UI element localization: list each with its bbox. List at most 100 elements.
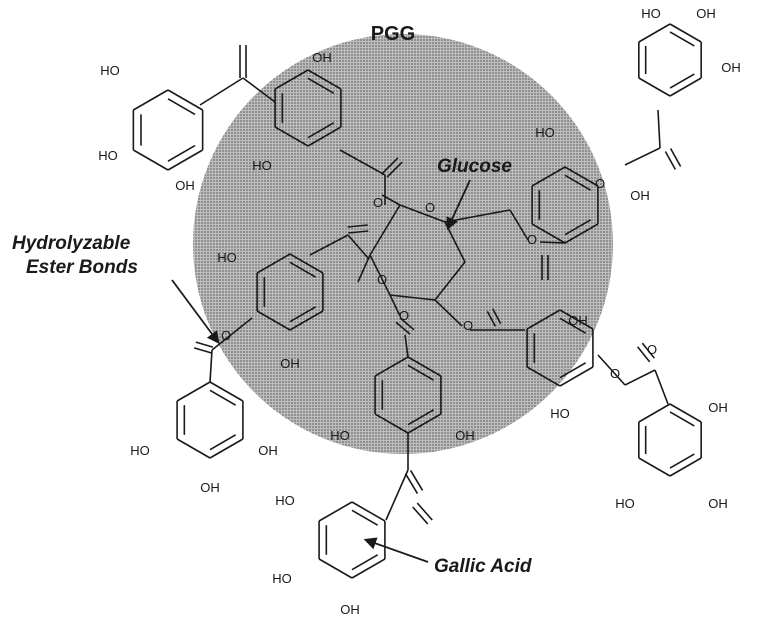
hydroxyl-label: HO	[330, 428, 350, 443]
ester-oxygen: O	[373, 195, 383, 210]
galloyl-ring-right-outer-edge	[669, 457, 702, 477]
glucose-ring-bond	[369, 254, 391, 296]
hydrolyzable-label-line2: Ester Bonds	[26, 257, 138, 278]
hydroxyl-label: HO	[550, 406, 570, 421]
galloyl-ring-right-outer-edge	[669, 403, 702, 423]
galloyl-ring-top-left-inner-inner	[307, 77, 335, 94]
hydroxyl-label: OH	[200, 480, 220, 495]
ester-oxygen: O	[647, 342, 657, 357]
ester-oxygen: O	[221, 328, 231, 343]
ester-oxygen: O	[610, 366, 620, 381]
carbonyl-bond	[395, 321, 411, 335]
galloyl-ring-top-left-inner-edge	[307, 69, 342, 90]
bond	[209, 349, 213, 383]
galloyl-ring-left-outer-inner	[209, 434, 237, 451]
carbonyl-bond	[195, 341, 214, 348]
galloyl-ring-top-left-outer-edge	[167, 89, 204, 111]
galloyl-ring-right-inner-edge	[531, 223, 566, 244]
galloyl-ring-left-inner-edge	[256, 253, 291, 274]
galloyl-ring-right-outer-edge	[638, 457, 671, 477]
galloyl-ring-right-inner-inner	[564, 174, 592, 191]
bond	[434, 299, 463, 327]
hydroxyl-label: OH	[280, 356, 300, 371]
gallic-acid-arrow	[363, 537, 429, 563]
carbonyl-bond	[491, 308, 502, 324]
galloyl-ring-left-outer-edge	[176, 438, 211, 459]
hydroxyl-label: OH	[258, 443, 278, 458]
galloyl-ring-left-inner-edge	[256, 310, 291, 331]
hydroxyl-label: OH	[340, 602, 360, 617]
galloyl-ring-right-outer-inner	[669, 453, 695, 469]
bond	[357, 254, 371, 283]
galloyl-ring-bottom-outer-inner	[351, 554, 379, 571]
galloyl-ring-top-left-inner-inner	[307, 122, 335, 139]
carbonyl-bond	[347, 224, 368, 228]
ester-bond-arrow	[171, 279, 220, 345]
galloyl-ring-left-outer-edge	[209, 438, 244, 459]
hydroxyl-label: OH	[630, 188, 650, 203]
galloyl-ring-right-lower-inner-edge	[559, 366, 594, 387]
galloyl-ring-top-right-outer-edge	[669, 77, 702, 97]
hydroxyl-label: HO	[130, 443, 150, 458]
galloyl-ring-right-lower-inner-edge	[526, 309, 561, 330]
galloyl-ring-bottom-center-inner-edge	[374, 356, 409, 377]
hydrolyzable-label-line1: Hydrolyzable	[12, 233, 131, 254]
carbonyl-bond	[664, 151, 677, 170]
galloyl-ring-top-left-outer-edge	[132, 89, 169, 111]
carbonyl-bond	[382, 157, 399, 174]
galloyl-ring-right-inner-edge	[564, 166, 599, 187]
hydroxyl-label: HO	[252, 158, 272, 173]
glucose-label: Glucose	[437, 156, 512, 177]
ester-oxygen: O	[377, 272, 387, 287]
bond	[389, 294, 401, 317]
carbonyl-bond	[486, 311, 497, 327]
bond	[624, 147, 661, 166]
hydroxyl-label: HO	[272, 571, 292, 586]
ester-oxygen: O	[399, 308, 409, 323]
galloyl-ring-top-right-outer-edge	[669, 23, 702, 43]
carbonyl-bond	[416, 502, 433, 521]
galloyl-ring-bottom-outer-edge	[351, 501, 386, 522]
bond	[339, 149, 386, 176]
ester-oxygen: O	[595, 176, 605, 191]
carbonyl-bond	[348, 230, 369, 234]
galloyl-ring-bottom-outer-edge	[318, 558, 353, 579]
hydroxyl-label: HO	[217, 250, 237, 265]
hydroxyl-label: OH	[696, 6, 716, 21]
carbonyl-bond	[669, 148, 682, 167]
galloyl-ring-right-outer-inner	[669, 411, 695, 427]
galloyl-ring-top-left-outer-edge	[167, 149, 204, 171]
galloyl-ring-right-lower-inner-edge	[559, 309, 594, 330]
glucose-arrow	[446, 179, 471, 231]
pgg-title: PGG	[371, 23, 415, 45]
bond	[309, 234, 349, 256]
hydroxyl-label: OH	[721, 60, 741, 75]
galloyl-ring-right-outer-edge	[638, 403, 671, 423]
galloyl-ring-left-outer-edge	[176, 381, 211, 402]
galloyl-ring-top-left-outer-edge	[132, 149, 169, 171]
galloyl-ring-right-lower-inner-inner	[559, 317, 587, 334]
hydroxyl-label: OH	[708, 400, 728, 415]
hydroxyl-label: OH	[455, 428, 475, 443]
galloyl-ring-top-left-outer-inner	[167, 144, 196, 162]
carbonyl-bond	[386, 161, 403, 178]
galloyl-ring-left-inner-edge	[289, 310, 324, 331]
hydroxyl-label: HO	[100, 63, 120, 78]
bond	[624, 369, 656, 386]
galloyl-ring-bottom-center-inner-inner	[407, 409, 435, 426]
galloyl-ring-left-inner-inner	[289, 261, 317, 278]
molecule-bonds	[132, 23, 702, 579]
galloyl-ring-top-left-inner-edge	[274, 126, 309, 147]
bond	[211, 317, 253, 351]
hydroxyl-label: HO	[641, 6, 661, 21]
galloyl-ring-left-outer-edge	[209, 381, 244, 402]
galloyl-ring-right-lower-inner-inner	[559, 362, 587, 379]
bond	[347, 234, 369, 259]
bond	[657, 109, 661, 149]
bond	[597, 354, 626, 386]
hydroxyl-label: OH	[175, 178, 195, 193]
carbonyl-bond	[399, 317, 415, 331]
bond	[199, 77, 244, 106]
carbonyl-bond	[637, 346, 651, 363]
bond	[509, 209, 529, 241]
